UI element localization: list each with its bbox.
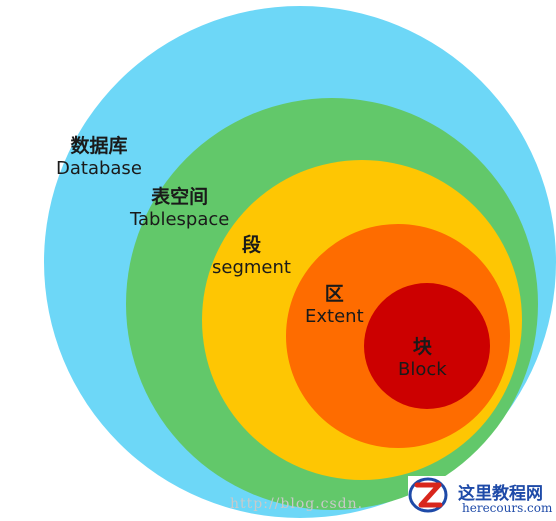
logo-z-icon — [408, 477, 448, 513]
logo-title: 这里教程网 — [458, 484, 543, 504]
label-database-zh: 数据库 — [70, 135, 128, 157]
label-extent: 区 Extent — [305, 285, 364, 326]
label-extent-zh: 区 — [324, 283, 344, 305]
site-logo: 这里教程网 herecours.com — [408, 476, 556, 521]
label-segment-zh: 段 — [241, 234, 261, 256]
label-block: 块 Block — [398, 338, 447, 379]
label-tablespace: 表空间 Tablespace — [130, 188, 229, 229]
label-database: 数据库 Database — [56, 137, 142, 178]
circle-block — [364, 283, 490, 409]
label-block-zh: 块 — [412, 336, 432, 358]
label-segment-en: segment — [212, 257, 291, 278]
watermark-url: http://blog.csdn. — [230, 496, 364, 512]
label-block-en: Block — [398, 359, 447, 380]
label-segment: 段 segment — [212, 236, 291, 277]
label-extent-en: Extent — [305, 306, 364, 327]
label-tablespace-zh: 表空间 — [151, 186, 209, 208]
label-tablespace-en: Tablespace — [130, 209, 230, 230]
label-database-en: Database — [56, 158, 142, 179]
logo-subtitle: herecours.com — [462, 501, 553, 515]
